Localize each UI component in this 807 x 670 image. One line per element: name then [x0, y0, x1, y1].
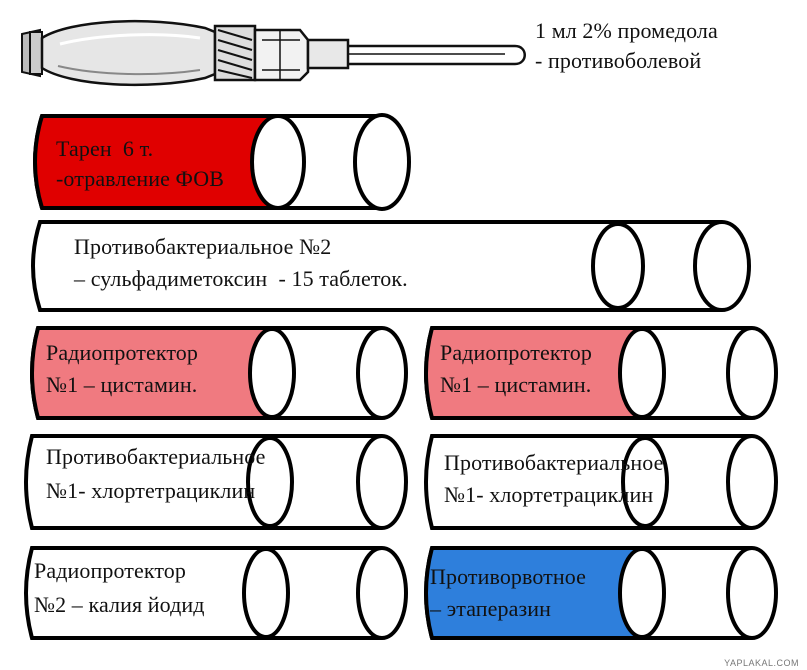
tube-radioprotector-1-left-line2: №1 – цистамин. [46, 372, 198, 397]
tube-radioprotector-1-right-line1: Радиопротектор [440, 340, 592, 365]
tube-radioprotector-2-line2: №2 – калия йодид [34, 592, 205, 617]
tube-antibacterial-1-right-line1: Противобактериальное [444, 450, 664, 475]
tube-radioprotector-2-icon [24, 546, 408, 640]
tube-antibacterial-2-line1: Противобактериальное №2 [74, 234, 332, 259]
tube-radioprotector-1-left-icon [30, 326, 408, 420]
tube-taren-icon [33, 113, 411, 211]
tube-antibacterial-2-icon [31, 220, 751, 312]
syringe-label-line1: 1 мл 2% промедола [535, 18, 718, 43]
tube-taren-line1: Тарен 6 т. [56, 136, 154, 161]
tube-antiemetic-line1: Противорвотное [430, 564, 586, 589]
tube-antibacterial-2-line2: – сульфадиметоксин - 15 таблеток. [74, 266, 408, 291]
watermark: YAPLAKAL.COM [724, 658, 799, 668]
tube-radioprotector-1-left-line1: Радиопротектор [46, 340, 198, 365]
tube-taren-line2: -отравление ФОВ [56, 166, 225, 191]
tube-antibacterial-1-right-icon [424, 434, 778, 530]
tube-antibacterial-1-right-line2: №1- хлортетрациклин [444, 482, 654, 507]
tube-antibacterial-1-left-line2: №1- хлортетрациклин [46, 478, 256, 503]
syringe-label-line2: - противоболевой [535, 48, 702, 73]
tube-radioprotector-1-right-icon [424, 326, 778, 420]
tube-antiemetic-icon [424, 546, 778, 640]
tube-antibacterial-1-left-line1: Противобактериальное [46, 444, 266, 469]
syringe-tube-icon [21, 19, 526, 87]
tube-antiemetic-line2: – этаперазин [430, 596, 552, 621]
tube-radioprotector-2-line1: Радиопротектор [34, 558, 186, 583]
tube-radioprotector-1-right-line2: №1 – цистамин. [440, 372, 592, 397]
tube-antibacterial-1-left-icon [24, 434, 408, 530]
